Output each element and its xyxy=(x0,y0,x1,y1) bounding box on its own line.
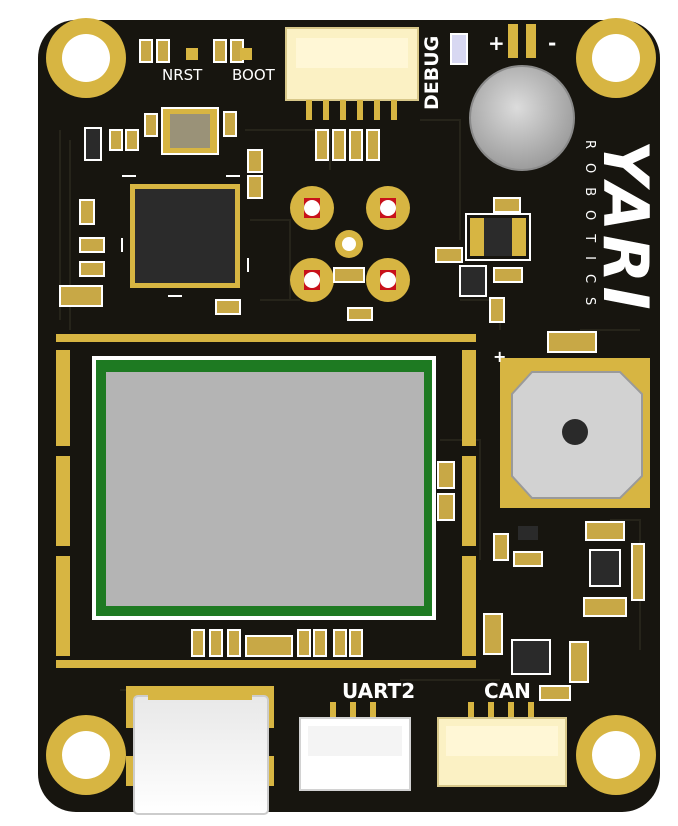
debug-connector xyxy=(285,27,419,120)
passive-cluster-bottom xyxy=(191,629,363,657)
transistor xyxy=(518,526,538,540)
boot-label: BOOT xyxy=(232,66,276,84)
buzzer-icon xyxy=(500,358,650,508)
shielded-module xyxy=(92,356,436,620)
battery-plus-label: + xyxy=(488,31,505,55)
crystal xyxy=(161,107,219,155)
passive-cluster-debug xyxy=(315,129,380,321)
motor-pads xyxy=(290,186,410,302)
buzzer-plus-label: + xyxy=(493,347,506,366)
mounting-hole-icon xyxy=(576,18,656,98)
mcu-chip xyxy=(121,175,249,297)
rf-shield-frame xyxy=(56,334,476,668)
mounting-hole-icon xyxy=(46,18,126,98)
debug-label: DEBUG xyxy=(421,36,443,110)
passive-cluster-left xyxy=(59,199,241,315)
mounting-hole-icon xyxy=(46,715,126,795)
nrst-pad xyxy=(186,48,198,60)
boot-pad xyxy=(240,48,252,60)
inductor xyxy=(465,213,531,261)
usb-c-icon xyxy=(126,686,274,815)
passive-cluster-right xyxy=(435,197,597,353)
passive-cluster-module-right xyxy=(437,461,645,701)
uart2-connector xyxy=(299,702,411,791)
ic-bottom-right xyxy=(511,639,551,675)
can-connector xyxy=(437,702,567,787)
logo-subtitle: ROBOTICS xyxy=(582,140,597,319)
uart2-label: UART2 xyxy=(342,679,415,703)
battery-minus-label: - xyxy=(548,31,556,55)
reset-resistors xyxy=(139,39,244,63)
status-led xyxy=(450,33,468,65)
passive-cluster-top xyxy=(84,111,263,199)
can-label: CAN xyxy=(484,679,531,703)
coin-cell-icon xyxy=(469,24,575,171)
mounting-hole-icon xyxy=(576,715,656,795)
logo-mark: YARI xyxy=(589,140,662,314)
nrst-label: NRST xyxy=(162,66,203,84)
ic-right xyxy=(589,549,621,587)
